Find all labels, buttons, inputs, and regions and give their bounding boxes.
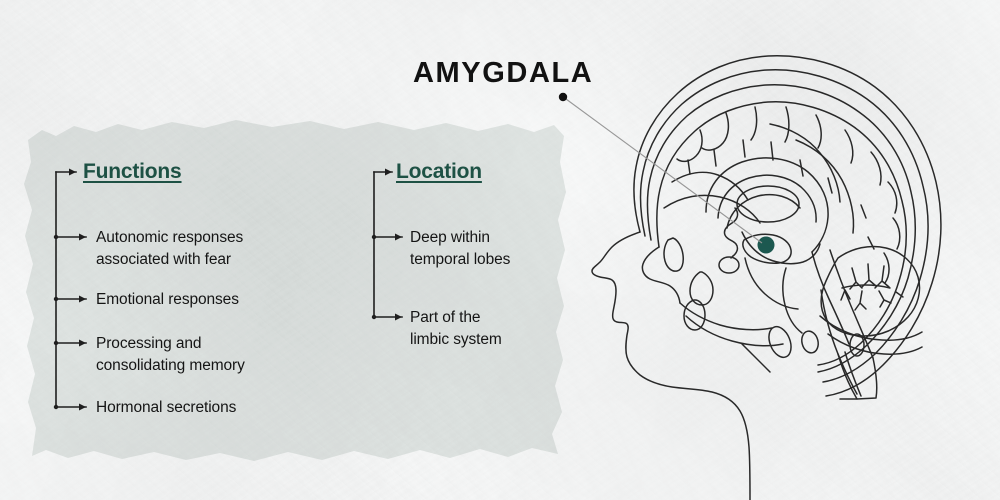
- upper-jaw-line: [741, 343, 771, 373]
- sulcus-short-4: [799, 159, 804, 177]
- hippocampus-curve: [744, 257, 799, 310]
- brainstem-upper: [811, 251, 850, 345]
- info-panel: [22, 116, 570, 464]
- sulcus-short-5: [827, 177, 833, 194]
- sinus-fold-1: [689, 271, 714, 306]
- thalamus: [736, 185, 800, 223]
- amygdala-region-outline: [742, 233, 792, 264]
- corpus-callosum-inner: [717, 174, 817, 223]
- cerebral-cortex-outline: [656, 101, 908, 366]
- gyrus-2: [701, 112, 730, 151]
- gyrus-8: [887, 181, 898, 214]
- gyrus-1: [676, 129, 703, 163]
- sulcus-long-2: [663, 194, 761, 224]
- scalp-outline: [633, 55, 942, 397]
- pituitary-stalk: [730, 255, 734, 259]
- gyrus-4: [784, 106, 790, 143]
- corpus-callosum-outer: [705, 157, 829, 253]
- arbor-vitae-4: [840, 289, 851, 301]
- spinal-cord-inner: [844, 351, 862, 397]
- sulcus-short-1: [713, 149, 717, 167]
- sulcus-long-1: [671, 171, 749, 201]
- torn-paper-panel-shape: [24, 120, 566, 461]
- midbrain-outline: [741, 231, 821, 265]
- hypothalamus-squiggle: [723, 207, 739, 257]
- location-item-2: Part of the limbic system: [410, 309, 502, 348]
- arbor-vitae-1: [849, 267, 863, 290]
- gyrus-9: [892, 217, 901, 250]
- functions-item-2: Emotional responses: [96, 291, 239, 308]
- pons-bulge: [782, 267, 803, 334]
- spinal-cord-right: [856, 357, 878, 400]
- pituitary-gland: [718, 256, 740, 274]
- sulcus-short-2: [742, 139, 746, 158]
- sulcus-short-3: [770, 141, 774, 161]
- gyrus-10: [883, 252, 890, 284]
- sulcus-short-7: [867, 236, 875, 250]
- functions-item-3: Processing and consolidating memory: [96, 335, 245, 374]
- sulcus-long-4: [795, 139, 855, 234]
- cisterna-line: [827, 333, 923, 355]
- functions-heading: Functions: [83, 160, 182, 183]
- arbor-vitae-6: [878, 290, 892, 308]
- orbital-lobe-fold: [663, 237, 684, 272]
- dura-outline: [646, 84, 917, 373]
- sulcus-short-6: [860, 204, 867, 219]
- brainstem-right-edge: [829, 249, 874, 359]
- leader-origin-dot: [558, 92, 568, 102]
- sulcus-short-8: [687, 159, 691, 175]
- palate-line: [685, 315, 784, 347]
- functions-item-4: Hormonal secretions: [96, 399, 237, 416]
- arbor-vitae-3: [874, 265, 890, 289]
- ventricle-oval-3: [849, 333, 865, 357]
- temporal-pole-fold: [683, 299, 706, 331]
- frontal-orbital-outline: [641, 246, 681, 304]
- functions-item-1: Autonomic responses associated with fear: [96, 229, 244, 268]
- gyrus-3: [750, 106, 758, 141]
- ventricle-oval-1: [768, 325, 792, 359]
- leader-line: [565, 98, 763, 244]
- spinal-cord-left: [837, 353, 858, 400]
- ventricle-oval-2: [801, 330, 819, 354]
- arbor-vitae-trunk: [841, 284, 891, 289]
- location-heading: Location: [396, 160, 482, 183]
- arbor-vitae-5: [854, 290, 867, 311]
- gyrus-6: [844, 129, 854, 164]
- cerebellum-outline: [820, 245, 921, 337]
- sulcus-long-3: [769, 123, 841, 203]
- tentorium-line: [819, 315, 923, 341]
- page-title: AMYGDALA: [413, 57, 594, 89]
- head-profile-outline: [591, 231, 751, 500]
- arbor-vitae-7: [895, 291, 904, 298]
- nasal-base-line: [679, 302, 773, 331]
- location-item-1: Deep within temporal lobes: [410, 229, 511, 268]
- arbor-vitae-2: [861, 263, 877, 288]
- gyrus-5: [815, 114, 822, 149]
- gyrus-7: [870, 151, 882, 186]
- amygdala-marker-dot: [757, 236, 775, 254]
- medulla-left: [820, 289, 858, 395]
- skull-outline: [639, 69, 929, 383]
- fornix-arc: [726, 193, 801, 229]
